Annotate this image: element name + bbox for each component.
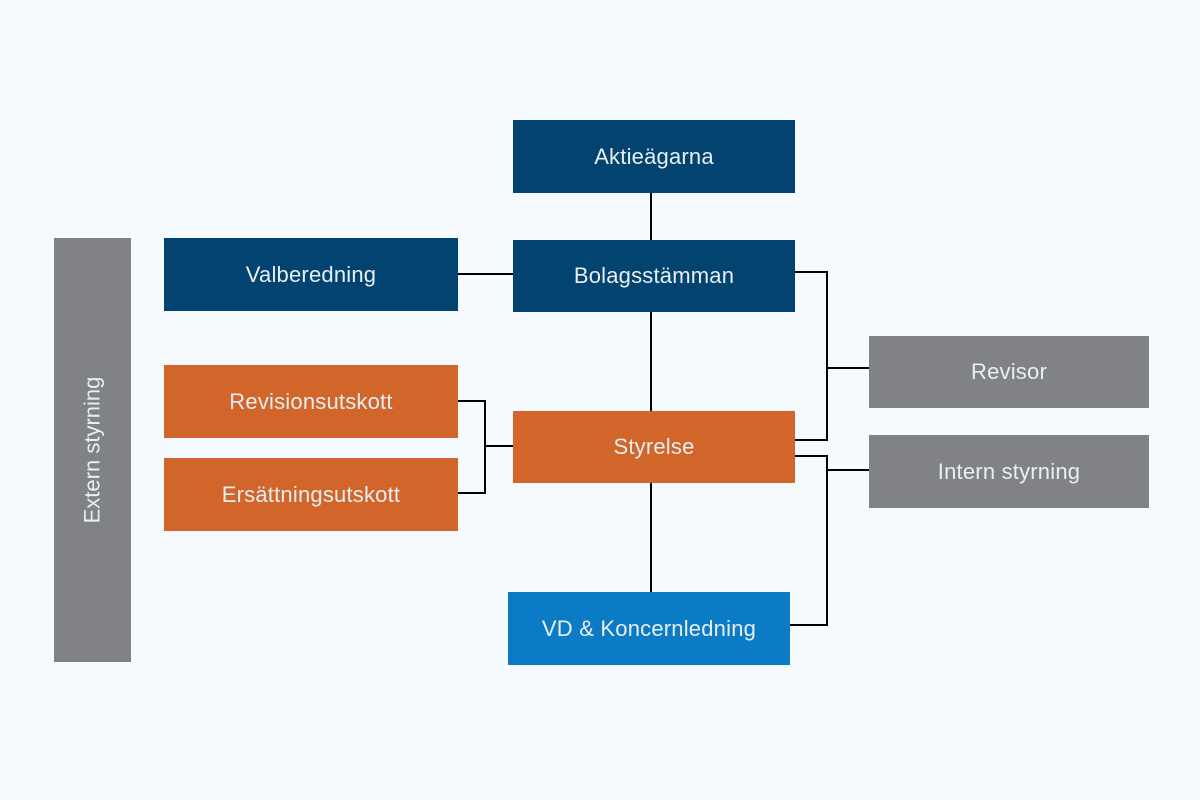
edge-revisor-bracket bbox=[795, 271, 828, 441]
node-styrelse-label: Styrelse bbox=[613, 434, 695, 460]
node-bolagsstamman-label: Bolagsstämman bbox=[573, 263, 735, 289]
node-ersattningsutskott-label: Ersättningsutskott bbox=[221, 481, 401, 507]
edge-utskott-bracket bbox=[458, 400, 486, 494]
node-intern-styrning-label: Intern styrning bbox=[937, 458, 1081, 484]
node-styrelse[interactable]: Styrelse bbox=[513, 411, 795, 483]
node-revisor[interactable]: Revisor bbox=[869, 336, 1149, 408]
node-intern-styrning[interactable]: Intern styrning bbox=[869, 435, 1149, 508]
node-aktieagarna-label: Aktieägarna bbox=[594, 143, 714, 169]
node-valberedning[interactable]: Valberedning bbox=[164, 238, 458, 311]
node-revisionsutskott[interactable]: Revisionsutskott bbox=[164, 365, 458, 438]
node-aktieagarna[interactable]: Aktieägarna bbox=[513, 120, 795, 193]
node-valberedning-label: Valberedning bbox=[245, 261, 377, 287]
node-revisor-label: Revisor bbox=[971, 359, 1047, 385]
node-vd-koncernledning[interactable]: VD & Koncernledning bbox=[508, 592, 790, 665]
node-bolagsstamman[interactable]: Bolagsstämman bbox=[513, 240, 795, 312]
edge-intern-styrning-bracket bbox=[790, 455, 828, 626]
side-band-extern-styrning: Extern styrning bbox=[54, 238, 131, 662]
node-ersattningsutskott[interactable]: Ersättningsutskott bbox=[164, 458, 458, 531]
node-vd-koncernledning-label: VD & Koncernledning bbox=[541, 615, 757, 641]
side-band-label: Extern styrning bbox=[79, 376, 105, 524]
node-revisionsutskott-label: Revisionsutskott bbox=[229, 388, 393, 414]
